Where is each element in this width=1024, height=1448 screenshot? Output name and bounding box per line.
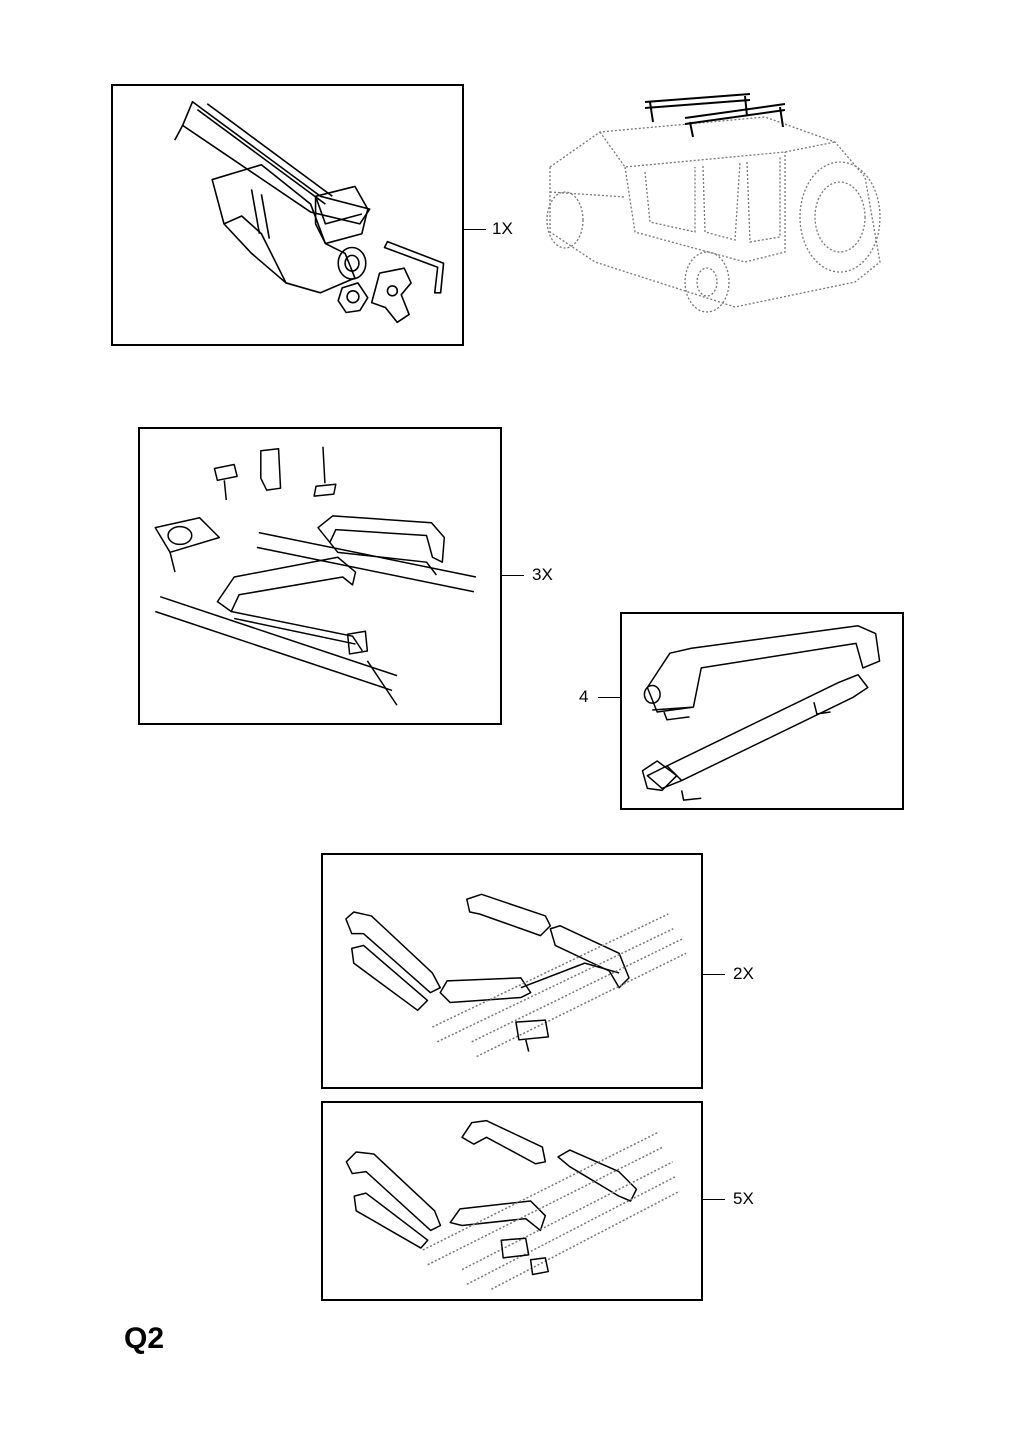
callout-2x: 2X [733, 964, 754, 983]
roof-bar-drawing [113, 86, 462, 344]
ski-holder-drawing [140, 429, 500, 723]
ski-holder-5x-panel [321, 1101, 703, 1301]
ski-holder-drawing [323, 855, 701, 1087]
ski-carrier-drawing [622, 614, 902, 808]
callout-3x: 3X [532, 565, 553, 584]
ski-carrier-panel [620, 612, 904, 810]
leader-line-1x [464, 229, 486, 230]
leader-line-5x [703, 1199, 725, 1200]
leader-line-4 [598, 697, 620, 698]
page-code: Q2 [124, 1322, 165, 1355]
roof-bar-panel [111, 84, 464, 346]
leader-line-2x [703, 974, 725, 975]
ski-holder-set-panel [138, 427, 502, 725]
callout-4: 4 [579, 687, 589, 706]
callout-1x: 1X [492, 219, 513, 238]
callout-5x: 5X [733, 1189, 754, 1208]
leader-line-3x [502, 575, 524, 576]
vehicle-drawing [535, 92, 915, 332]
ski-holder-2x-panel [321, 853, 703, 1089]
ski-holder-drawing [323, 1103, 701, 1299]
